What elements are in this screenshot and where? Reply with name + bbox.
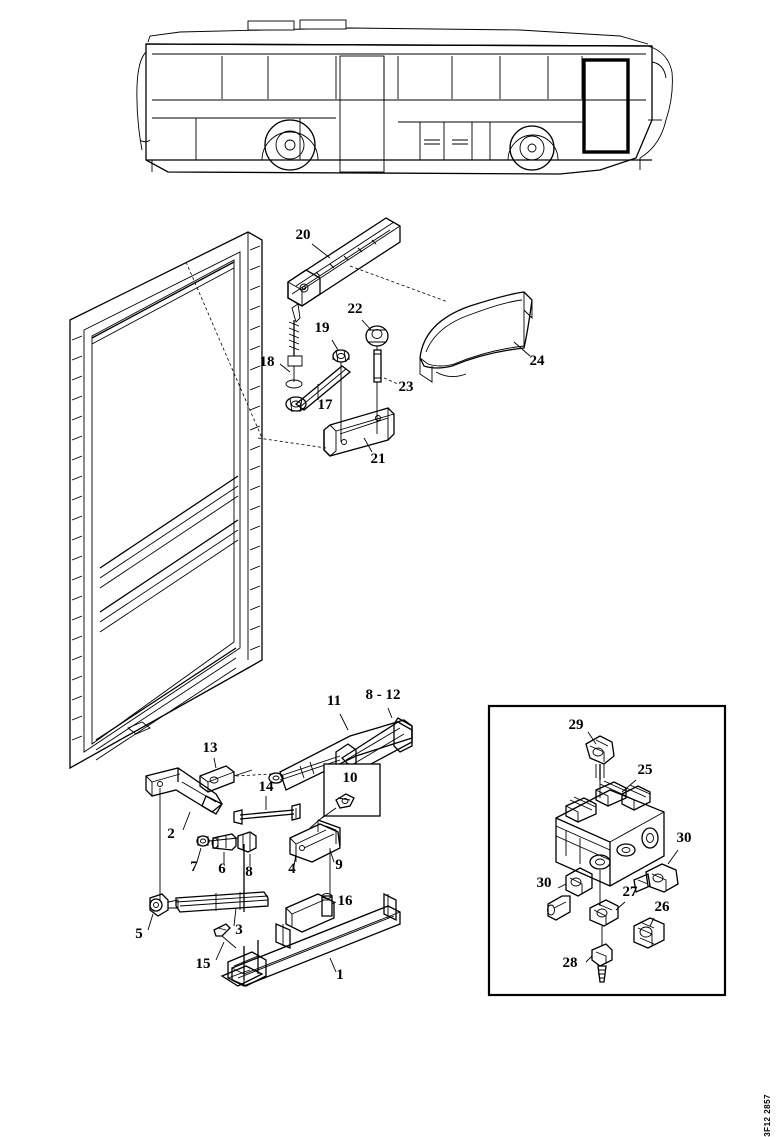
part-4-9-center-bracket (289, 819, 341, 863)
callout-3: 3 (235, 922, 243, 938)
callout-28: 28 (563, 955, 578, 971)
leader-27 (615, 901, 626, 911)
parts-diagram-sheet: 1 2 3 4 5 6 7 8 9 10 11 8 - 12 13 14 15 … (69, 19, 772, 1137)
leader-5 (147, 913, 154, 931)
leader-11 (339, 713, 349, 731)
valve-block-assembly (555, 780, 665, 887)
callout-20: 20 (296, 227, 311, 243)
leader-4 (293, 853, 297, 867)
part-15-pin (213, 923, 237, 949)
part-19-bushing (332, 349, 350, 363)
callout-18: 18 (260, 354, 275, 370)
part-3-lower-arm (175, 891, 269, 913)
leader-10 (309, 815, 325, 829)
part-20-header-rail (287, 217, 401, 307)
part-27-connector (589, 899, 619, 927)
highlighted-rear-door (582, 58, 630, 154)
leader-23 (383, 377, 399, 385)
leader-3 (233, 907, 237, 927)
leader-21 (363, 437, 373, 453)
part-7-pin (196, 835, 210, 847)
part-10-fitting (335, 793, 355, 809)
callout-14: 14 (259, 779, 275, 795)
leader-28 (585, 955, 593, 963)
part-10-detail-box (321, 763, 381, 819)
part-18-spring (285, 303, 303, 389)
leader-20 (311, 243, 331, 259)
callout-21: 21 (371, 451, 386, 467)
callout-9: 9 (335, 857, 343, 873)
part-17-link-arm (285, 365, 352, 413)
leader-18 (279, 363, 291, 373)
leader-30-left (557, 883, 567, 889)
part-26-fitting (633, 917, 665, 949)
part-2-bracket-arm (145, 767, 223, 815)
leader-1 (329, 957, 337, 973)
leader-8-12 (387, 707, 393, 719)
sheet-reference-code: 3F12 2857 (763, 1094, 772, 1137)
callout-7: 7 (190, 859, 198, 875)
part-8-bolt (237, 831, 257, 912)
part-22-knob (365, 325, 389, 347)
part-6-bushing (211, 833, 237, 851)
callout-29: 29 (569, 717, 584, 733)
callout-13: 13 (203, 740, 218, 756)
leader-7 (196, 847, 202, 863)
callout-11: 11 (327, 693, 341, 709)
part-28-bolt (591, 943, 613, 983)
diagram-canvas: 1 2 3 4 5 6 7 8 9 10 11 8 - 12 13 14 15 … (69, 19, 727, 997)
leader-30-right (667, 849, 679, 865)
door-frame-assembly (69, 231, 263, 770)
callout-30-right: 30 (677, 830, 692, 846)
front-wheel (264, 119, 316, 171)
part-30-elbow-right (633, 863, 679, 893)
callout-labels: 1 2 3 4 5 6 7 8 9 10 11 8 - 12 13 14 15 … (135, 227, 691, 983)
callout-26: 26 (655, 899, 671, 915)
part-29-fitting (585, 735, 615, 780)
part-1-base-rail (220, 892, 401, 987)
leader-22 (361, 319, 372, 331)
part-5-rod-end (149, 893, 179, 917)
callout-24: 24 (530, 353, 546, 369)
callout-27: 27 (623, 884, 639, 900)
part-24-handle (419, 291, 533, 383)
leader-9 (329, 849, 335, 863)
callout-17: 17 (318, 397, 334, 413)
leader-24 (513, 341, 531, 357)
leader-2 (182, 811, 191, 831)
callout-1: 1 (336, 967, 344, 983)
callout-6: 6 (218, 861, 226, 877)
callout-2: 2 (167, 826, 175, 842)
leader-25 (621, 779, 637, 793)
callout-8-12: 8 - 12 (366, 687, 401, 703)
callout-15: 15 (196, 956, 211, 972)
bus-side-elevation (136, 19, 673, 175)
leader-19 (331, 339, 339, 351)
part-23-rod (373, 346, 382, 434)
callout-30-left: 30 (537, 875, 552, 891)
callout-19: 19 (315, 320, 330, 336)
part-14-tie-rod (233, 803, 301, 825)
leader-13 (213, 757, 217, 769)
callout-5: 5 (135, 926, 143, 942)
callout-4: 4 (288, 861, 296, 877)
leader-29 (587, 731, 597, 745)
leader-15 (215, 941, 225, 961)
rear-wheel (509, 125, 555, 171)
callout-25: 25 (638, 762, 653, 778)
part-30-elbow-left (547, 867, 593, 921)
callout-16: 16 (338, 893, 354, 909)
detail-inset-frame (487, 704, 727, 997)
part-21-bracket (323, 407, 395, 457)
callout-23: 23 (399, 379, 414, 395)
leader-26 (649, 917, 655, 927)
callout-8: 8 (245, 864, 253, 880)
callout-10: 10 (343, 770, 358, 786)
callout-22: 22 (348, 301, 363, 317)
